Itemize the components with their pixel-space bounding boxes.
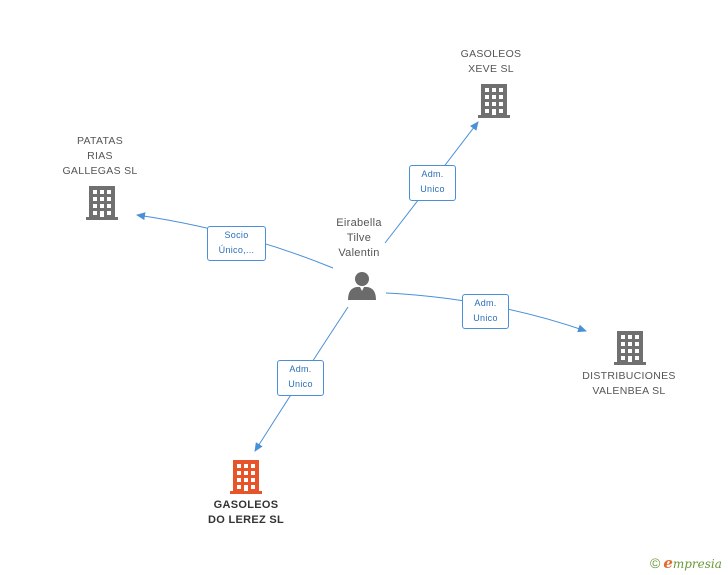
building-icon[interactable] <box>230 460 262 494</box>
company-name-line: VALENBEA SL <box>592 385 666 397</box>
company-name-line: PATATAS <box>76 135 124 147</box>
edge-label-line: Unico <box>420 184 445 194</box>
edge-label-line: Adm. <box>289 364 312 374</box>
edge-label-to-patatas[interactable]: Socio Único,... <box>207 226 266 261</box>
brand-name: mpresia <box>672 557 722 571</box>
company-name-line: GASOLEOS <box>460 48 522 60</box>
brand-initial: e <box>663 554 673 572</box>
footer-brand[interactable]: © empresia <box>650 553 722 573</box>
edge-label-to-distribuciones[interactable]: Adm. Unico <box>462 294 509 329</box>
person-label[interactable]: Eirabella Tilve Valentin <box>314 216 404 261</box>
edge-label-to-xeve[interactable]: Adm. Unico <box>409 165 456 201</box>
edge-label-line: Unico <box>473 313 498 323</box>
building-icon[interactable] <box>86 186 118 220</box>
edge-label-line: Adm. <box>421 169 444 179</box>
company-name-line: RIAS <box>87 150 113 162</box>
company-name-line: DO LEREZ SL <box>207 514 285 526</box>
company-name-line: GASOLEOS <box>213 499 279 511</box>
edge-label-line: Socio <box>224 230 249 240</box>
person-name-line: Eirabella <box>336 217 382 229</box>
company-name-line: DISTRIBUCIONES <box>582 370 676 382</box>
edge-label-line: Unico <box>288 379 313 389</box>
brand-logo: empresia <box>663 554 722 572</box>
company-label-patatas-rias[interactable]: PATATAS RIAS GALLEGAS SL <box>50 134 150 179</box>
building-icon[interactable] <box>614 331 646 365</box>
edge-label-to-lerez[interactable]: Adm. Unico <box>277 360 324 396</box>
edge-label-line: Único,... <box>218 245 255 255</box>
copyright-symbol: © <box>650 555 661 571</box>
company-label-gasoleos-lerez[interactable]: GASOLEOS DO LEREZ SL <box>190 498 302 528</box>
building-icon[interactable] <box>478 84 510 118</box>
company-name-line: GALLEGAS SL <box>62 165 138 177</box>
company-name-line: XEVE SL <box>468 63 514 75</box>
person-name-line: Valentin <box>338 247 380 259</box>
company-label-distribuciones[interactable]: DISTRIBUCIONES VALENBEA SL <box>570 369 688 399</box>
company-label-gasoleos-xeve[interactable]: GASOLEOS XEVE SL <box>441 47 541 77</box>
person-name-line: Tilve <box>346 232 372 244</box>
edge-label-line: Adm. <box>474 298 497 308</box>
person-icon[interactable] <box>347 270 377 300</box>
